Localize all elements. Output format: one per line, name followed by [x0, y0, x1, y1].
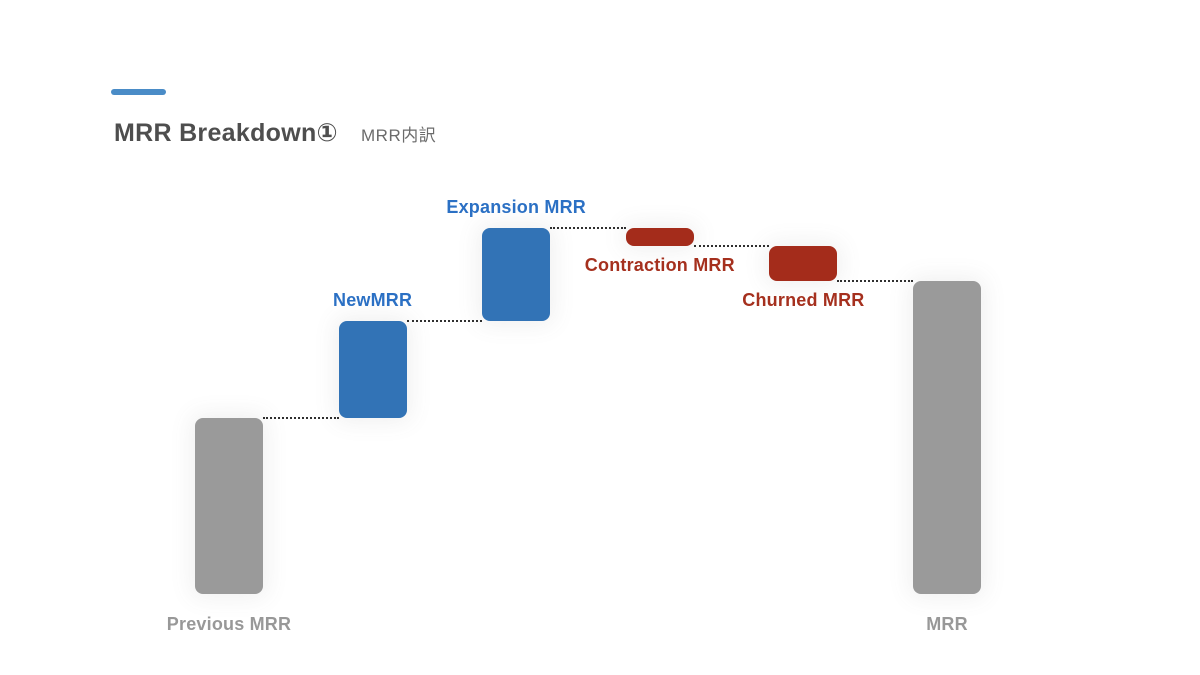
bar-label-expansion-mrr: Expansion MRR	[446, 196, 586, 217]
bar-mrr	[913, 280, 981, 594]
connector-contraction-mrr-to-churned-mrr	[693, 244, 770, 247]
connector-previous-mrr-to-newmrr	[263, 417, 339, 419]
bar-label-newmrr: NewMRR	[332, 290, 413, 311]
bar-label-previous-mrr: Previous MRR	[166, 614, 292, 634]
page-subtitle-ja: MRR内訳	[361, 126, 437, 145]
bar-newmrr	[338, 321, 407, 418]
bar-label-mrr: MRR	[926, 614, 968, 634]
page-title: MRR Breakdown①	[114, 119, 338, 147]
bar-contraction-mrr	[625, 227, 694, 246]
connector-churned-mrr-to-mrr	[837, 279, 913, 282]
bar-previous-mrr	[195, 418, 263, 594]
connector-expansion-mrr-to-contraction-mrr	[550, 226, 626, 229]
title-accent-line	[111, 89, 166, 95]
connector-newmrr-to-expansion-mrr	[406, 320, 483, 323]
bar-expansion-mrr	[482, 227, 551, 322]
bar-churned-mrr	[769, 245, 838, 281]
bar-label-churned-mrr: Churned MRR	[742, 289, 865, 310]
title-row: MRR Breakdown① MRR内訳	[114, 118, 436, 148]
bar-label-contraction-mrr: Contraction MRR	[584, 254, 735, 275]
